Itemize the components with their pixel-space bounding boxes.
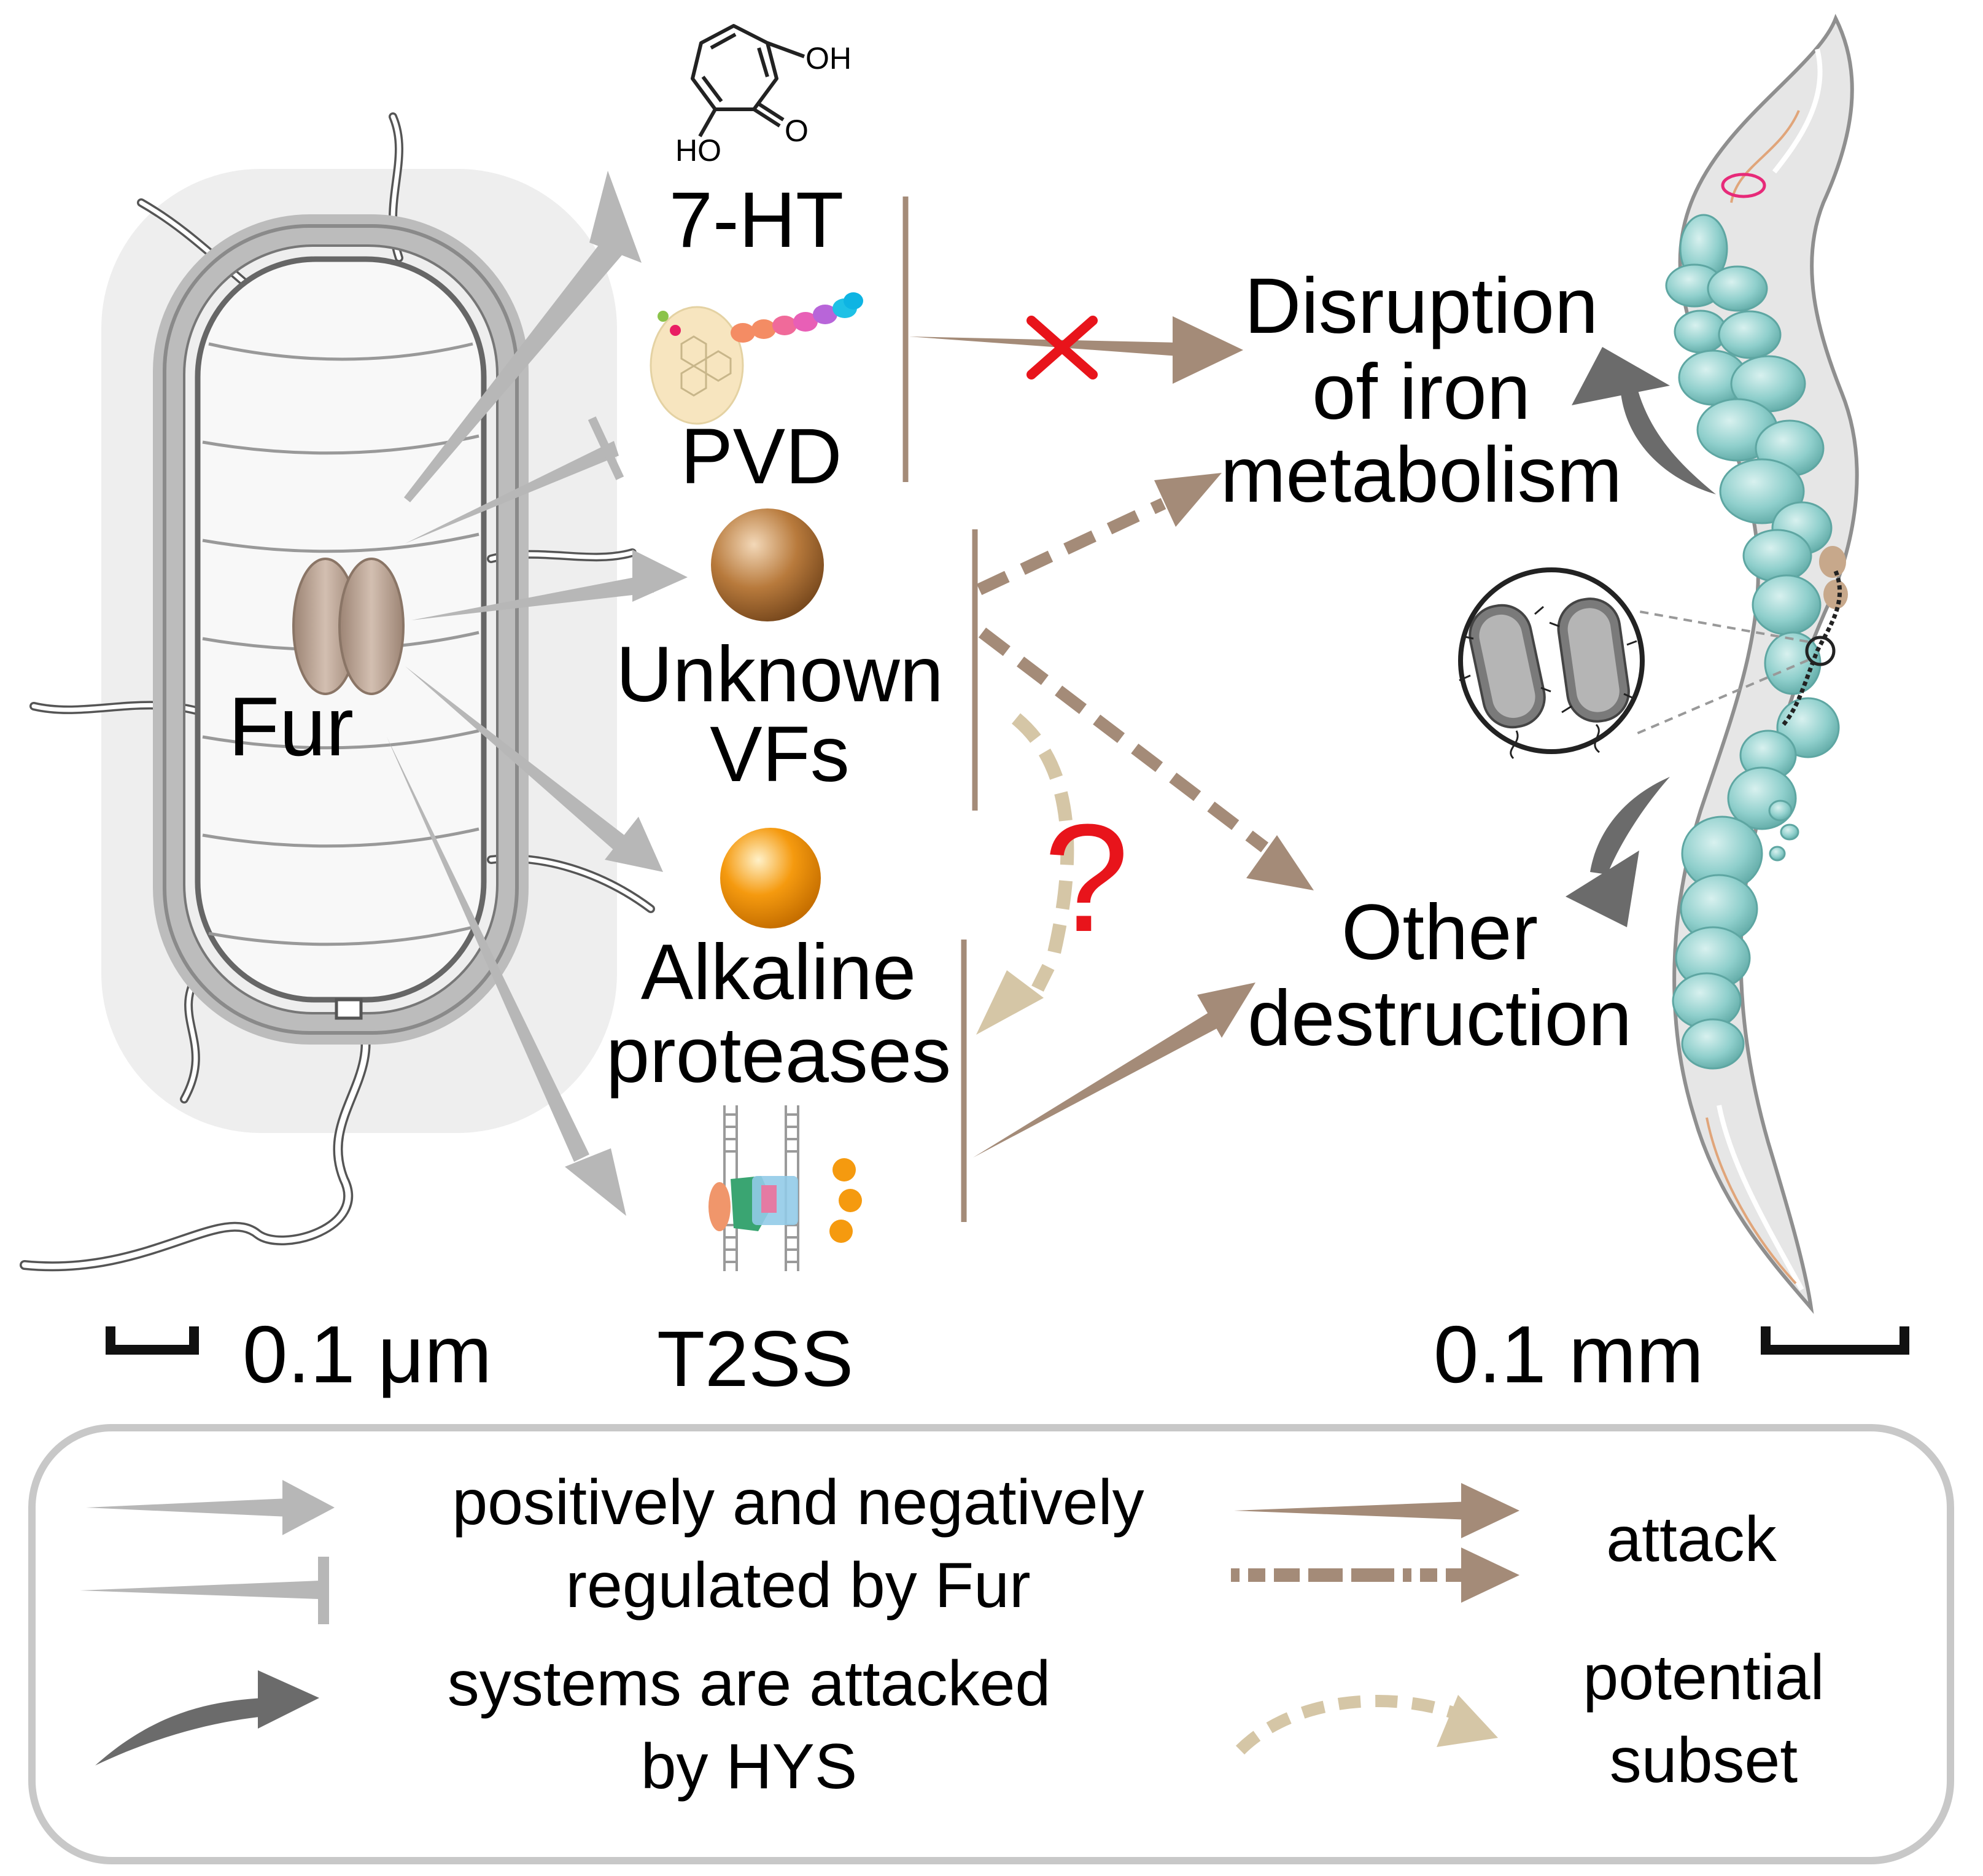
t2ss-icon <box>708 1105 862 1271</box>
seven-ht-molecule <box>691 24 805 138</box>
alkaline-protease-ball <box>720 828 821 928</box>
molecule-oh-label: OH <box>805 41 852 76</box>
label-metabolism: metabolism <box>1220 431 1623 519</box>
fur-inhibit-pvd <box>405 441 619 543</box>
legend-fur-arrow <box>86 1498 289 1517</box>
legend-potential-arrow <box>1235 1695 1457 1755</box>
legend-symbols <box>80 1480 1519 1765</box>
scale-label-left: 0.1 μm <box>243 1309 492 1399</box>
fur-arrows <box>387 171 688 1216</box>
label-t2ss: T2SS <box>656 1315 854 1403</box>
label-unknown: Unknown <box>616 631 944 718</box>
legend-attacked-line2: by HYS <box>640 1731 858 1802</box>
legend-box <box>28 1424 1954 1864</box>
arrow-potential-subset <box>1011 713 1074 992</box>
molecule-ho-label: HO <box>675 133 721 168</box>
label-fur: Fur <box>228 680 354 773</box>
arrow-t2ss-to-other <box>973 1010 1225 1158</box>
arrow-siderophores-to-iron <box>909 337 1179 356</box>
fur-arrow-unknown-vfs <box>411 574 654 620</box>
legend-potential-line2: subset <box>1609 1725 1798 1796</box>
blocked-x-icon <box>1026 316 1098 379</box>
legend-attack-arrow <box>1234 1501 1470 1520</box>
fur-arrow-proteases <box>405 666 632 857</box>
legend-hys-arrow <box>95 1698 264 1765</box>
label-vfs: VFs <box>710 710 850 798</box>
label-other: Other <box>1341 889 1539 976</box>
fur-protein <box>292 558 405 695</box>
label-disruption: Disruption <box>1244 262 1599 350</box>
label-destruction: destruction <box>1247 975 1632 1062</box>
worm-gut-cells <box>1665 214 1840 1070</box>
label-7-ht: 7-HT <box>669 176 844 264</box>
unknown-vf-ball <box>711 508 824 621</box>
arrow-unknown-to-iron <box>976 497 1166 596</box>
hys-arrow-iron <box>1621 391 1716 494</box>
legend-potential-line1: potential <box>1583 1642 1825 1713</box>
legend-regulated-line2: regulated by Fur <box>565 1550 1031 1621</box>
hys-arrow-other <box>1590 777 1670 874</box>
arrow-unknown-to-other <box>978 628 1269 852</box>
legend-fur-inhibit <box>80 1581 319 1599</box>
scale-label-right: 0.1 mm <box>1434 1309 1704 1399</box>
label-proteases: proteases <box>605 1011 952 1099</box>
legend-attack: attack <box>1606 1504 1777 1575</box>
brackets <box>902 197 978 1222</box>
hys-arrows <box>1566 347 1716 927</box>
question-mark: ? <box>1044 792 1130 963</box>
scale-bar-left <box>106 1326 199 1355</box>
bacteria-inset <box>1458 567 1645 760</box>
label-alkaline: Alkaline <box>640 928 917 1016</box>
attack-arrows <box>909 316 1314 1158</box>
legend-regulated-line1: positively and negatively <box>452 1467 1144 1538</box>
pvd-molecule-icon <box>650 292 863 425</box>
worm-nematode <box>1665 14 1859 1314</box>
scale-bar-right <box>1761 1326 1909 1355</box>
fur-arrow-7ht <box>404 233 627 502</box>
legend-attacked-line1: systems are attacked <box>447 1648 1051 1719</box>
fur-arrow-t2ss <box>387 737 589 1162</box>
label-of-iron: of iron <box>1312 348 1531 436</box>
molecule-o-label: O <box>785 114 809 148</box>
label-pvd: PVD <box>680 413 842 500</box>
